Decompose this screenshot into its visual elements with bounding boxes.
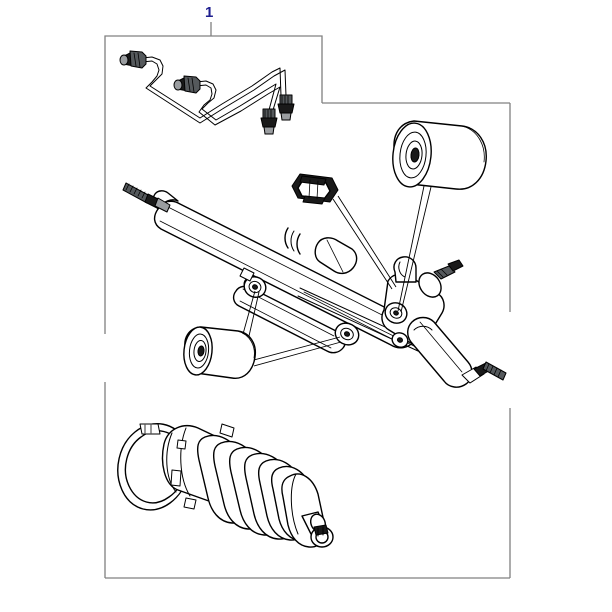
valve-port-boss [418, 259, 464, 298]
boot-collar-slot-b [170, 469, 182, 487]
boot-collar-boss [219, 423, 235, 438]
rack-tube-seam-2 [159, 220, 391, 339]
clip-top-tab [299, 175, 327, 186]
hydraulic-pipe-assembly [119, 50, 295, 135]
boot-collar-slot-c [183, 497, 197, 510]
pipe-fitting-lower-left [173, 75, 201, 94]
hydraulic-pipe-upper [141, 56, 282, 119]
pipe-fitting-right-a [260, 108, 278, 135]
rack-bushing-seat-right [334, 322, 360, 346]
rack-tube-band-c [290, 230, 295, 252]
pinion-valve-housing [381, 256, 507, 388]
leader-clip [332, 195, 397, 290]
boot-clamp-small [310, 524, 334, 548]
pipe-fitting-upper-left [119, 50, 147, 69]
pipe-fitting-right-b [277, 94, 295, 121]
tie-rod-stud-right [461, 361, 507, 384]
leader-bushing-large [397, 185, 432, 313]
rack-tube-band-b [296, 233, 301, 255]
valve-bushing-eye [384, 302, 408, 324]
boot-collar-slot-a [176, 439, 187, 450]
hydraulic-pipe-upper-edge [141, 60, 287, 124]
valve-bushing-eye-lower [391, 332, 409, 348]
rack-bushing-seat-left [243, 276, 267, 298]
mounting-bushing-small [183, 326, 257, 379]
boot-clamp-large-tab [139, 423, 161, 435]
panel-borders [104, 35, 511, 579]
hydraulic-pipe-lower-edge [195, 84, 281, 126]
upper-panel-border [104, 35, 323, 334]
rack-top-lug [239, 267, 255, 282]
rack-tube-seam-1 [165, 205, 397, 323]
hydraulic-pipe-lower [195, 80, 277, 121]
clip-foot [302, 195, 326, 205]
rack-bellows-boot [117, 423, 334, 548]
rack-mid-collar [314, 237, 358, 275]
end-cylinder [407, 316, 473, 388]
callout-label-1: 1 [205, 4, 214, 21]
steering-rack-housing [122, 182, 421, 354]
leader-bushing-small [242, 290, 342, 367]
tie-rod-stud-left [122, 182, 171, 213]
rack-tube-band-a [284, 227, 289, 249]
mounting-bushing-large [392, 120, 487, 190]
end-cylinder-neck [413, 325, 433, 331]
pipe-retaining-clip [291, 173, 339, 205]
